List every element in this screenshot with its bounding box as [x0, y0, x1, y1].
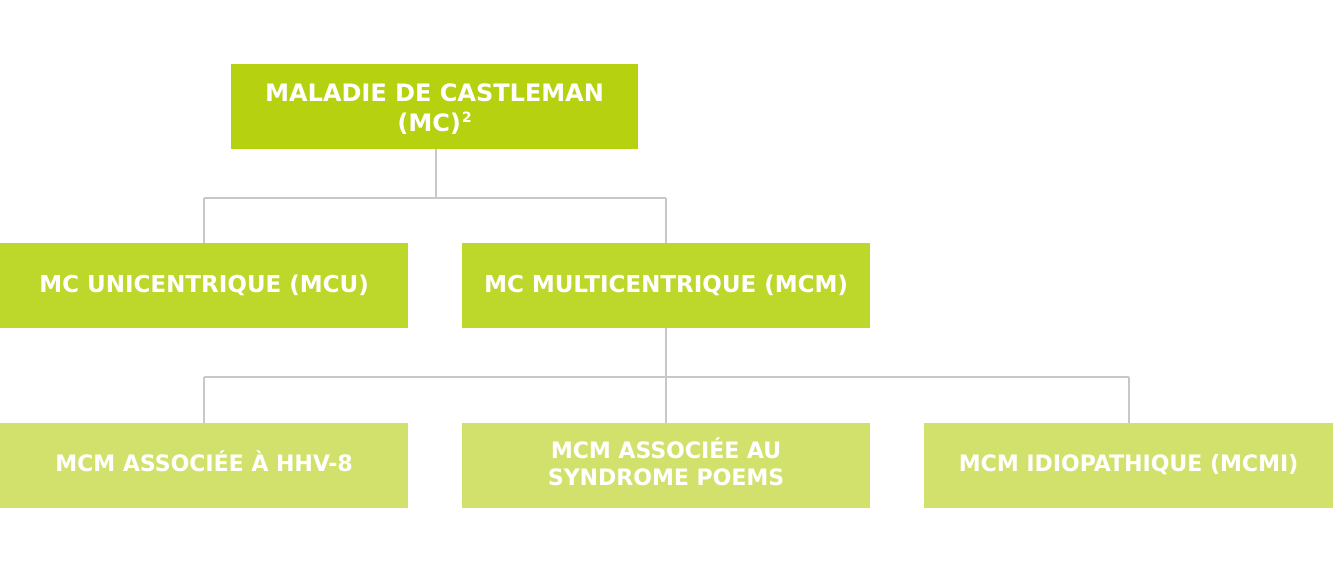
node-mcm-hhv8-label: MCM ASSOCIÉE À HHV-8: [55, 452, 353, 478]
node-mcm-poems-line2: SYNDROME POEMS: [547, 465, 785, 491]
node-maladie-de-castleman: MALADIE DE CASTLEMAN (MC)2: [231, 64, 638, 149]
node-mc-multicentrique-label: MC MULTICENTRIQUE (MCM): [484, 272, 848, 299]
node-mcm-poems-line1: MCM ASSOCIÉE AU: [550, 438, 782, 464]
node-mcm-poems-text: MCM ASSOCIÉE AU SYNDROME POEMS: [548, 439, 784, 493]
root-superscript: 2: [461, 109, 472, 126]
node-mc-unicentrique: MC UNICENTRIQUE (MCU): [0, 243, 408, 328]
root-line1: MALADIE DE CASTLEMAN: [265, 79, 604, 108]
root-line2: (MC): [397, 108, 461, 137]
node-mcm-poems: MCM ASSOCIÉE AU SYNDROME POEMS: [462, 423, 870, 508]
node-maladie-de-castleman-text: MALADIE DE CASTLEMAN (MC)2: [265, 79, 604, 138]
root-line2-wrap: (MC)2: [265, 109, 604, 138]
node-mcm-idiopathique-label: MCM IDIOPATHIQUE (MCMi): [958, 452, 1299, 478]
node-mcm-idiopathique: MCM IDIOPATHIQUE (MCMi): [924, 423, 1333, 508]
node-mc-multicentrique: MC MULTICENTRIQUE (MCM): [462, 243, 870, 328]
node-mc-unicentrique-label: MC UNICENTRIQUE (MCU): [39, 272, 369, 299]
node-mcm-hhv8: MCM ASSOCIÉE À HHV-8: [0, 423, 408, 508]
